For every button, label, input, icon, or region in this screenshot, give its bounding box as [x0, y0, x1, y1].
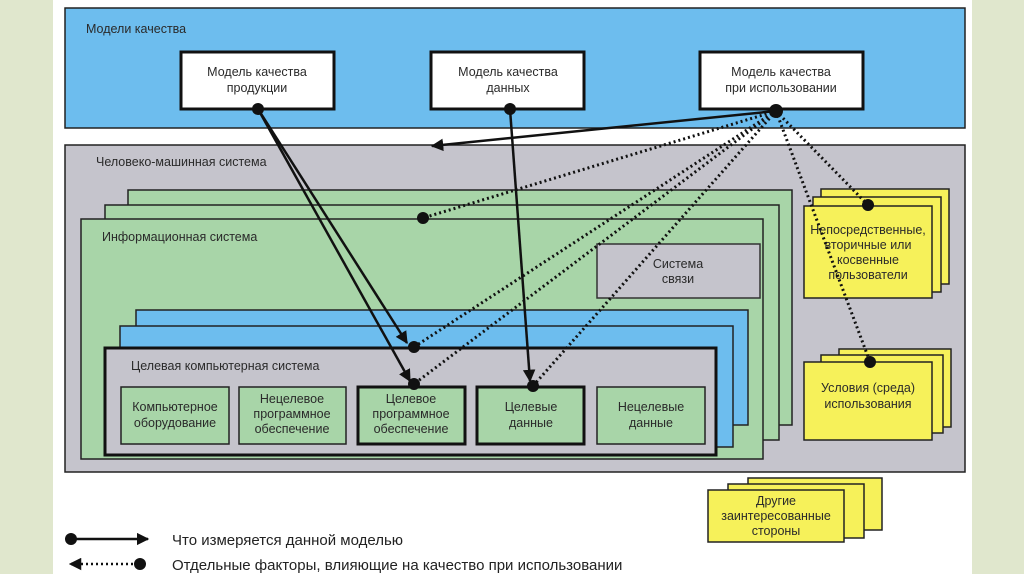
box-line: Целевые: [505, 400, 558, 414]
box-line: Модель качества: [207, 65, 307, 79]
dotted-in-use-to-target-software: [413, 109, 777, 386]
legend: Что измеряется данной моделью Отдельные …: [65, 532, 622, 574]
box-line: продукции: [227, 81, 288, 95]
target-computer-system-region: Целевая компьютерная система Компьютерно…: [103, 346, 718, 457]
target-data-box[interactable]: Целевые данные: [475, 385, 586, 446]
dot-product-model: [252, 103, 264, 115]
box-line: использования: [824, 397, 911, 411]
target-computer-system-title: Целевая компьютерная система: [131, 359, 319, 373]
box-line: Условия (среда): [821, 381, 915, 395]
legend-dotted-label: Отдельные факторы, влияющие на качество …: [172, 557, 622, 574]
dotted-in-use-to-computer-system: [413, 109, 777, 349]
box-line: при использовании: [725, 81, 837, 95]
box-line: Нецелевое: [260, 392, 324, 406]
legend-solid-label: Что измеряется данной моделью: [172, 532, 403, 549]
quality-models-region: Модели качества Модель качества продукци…: [64, 7, 966, 129]
non-target-software-box[interactable]: Нецелевое программное обеспечение: [238, 386, 347, 445]
users-stakeholder-box[interactable]: Непосредственные, вторичные или косвенны…: [803, 188, 950, 299]
measurement-arrows: [256, 108, 777, 383]
box-line: обеспечение: [374, 422, 449, 436]
box-line: Другие: [756, 494, 796, 508]
dot-context: [864, 356, 876, 368]
box-line: пользователи: [828, 268, 907, 282]
dotted-in-use-to-users: [774, 109, 870, 207]
arrow-in-use-to-human-machine-system: [430, 109, 777, 152]
hardware-box[interactable]: Компьютерное оборудование: [120, 386, 230, 445]
box-line: Модель качества: [458, 65, 558, 79]
legend-solid-arrow: [65, 532, 150, 546]
product-quality-model-box[interactable]: Модель качества продукции: [179, 50, 336, 111]
dotted-in-use-to-information-system: [422, 109, 777, 220]
box-line: Целевое: [386, 392, 436, 406]
data-quality-model-box[interactable]: Модель качества данных: [429, 50, 586, 111]
box-line: обеспечение: [255, 422, 330, 436]
dot-data-model: [504, 103, 516, 115]
connection-dots: [252, 103, 876, 392]
dotted-in-use-to-target-data: [531, 110, 778, 387]
dot-computer-system: [408, 341, 420, 353]
box-line: косвенные: [837, 253, 899, 267]
arrow-product-to-target-software: [256, 108, 412, 383]
box-line: оборудование: [134, 416, 216, 430]
human-machine-system-title: Человеко-машинная система: [96, 155, 267, 169]
legend-dotted-arrow: [68, 557, 146, 571]
quality-in-use-model-box[interactable]: Модель качества при использовании: [698, 50, 865, 111]
box-line: Непосредственные,: [810, 223, 926, 237]
box-line: Нецелевые: [618, 400, 684, 414]
other-stakeholders-box[interactable]: Другие заинтересованные стороны: [707, 477, 883, 543]
box-line: заинтересованные: [721, 509, 831, 523]
box-line: данных: [486, 81, 530, 95]
box-line: данные: [509, 416, 553, 430]
factor-lines: [413, 109, 872, 387]
box-line: Модель качества: [731, 65, 831, 79]
dot-target-software: [408, 378, 420, 390]
box-line: данные: [629, 416, 673, 430]
dot-target-data: [527, 380, 539, 392]
box-line: Компьютерное: [132, 400, 218, 414]
context-of-use-box[interactable]: Условия (среда) использования: [803, 348, 952, 441]
arrow-data-to-target-data: [508, 108, 536, 383]
dot-information-system: [417, 212, 429, 224]
dot-users: [862, 199, 874, 211]
information-system-title: Информационная система: [102, 230, 257, 244]
box-line: программное: [253, 407, 330, 421]
left-margin-strip: [0, 0, 53, 574]
non-target-data-box[interactable]: Нецелевые данные: [596, 386, 706, 445]
box-line: Система: [653, 257, 703, 271]
dot-in-use-model: [769, 104, 783, 118]
box-line: стороны: [752, 524, 801, 538]
communication-system-box[interactable]: Система связи: [596, 243, 761, 299]
quality-models-title: Модели качества: [86, 22, 186, 36]
box-line: связи: [662, 272, 694, 286]
right-margin-strip: [972, 0, 1024, 574]
box-line: вторичные или: [825, 238, 912, 252]
box-line: программное: [372, 407, 449, 421]
arrow-product-to-computer-system: [256, 108, 409, 345]
target-software-box[interactable]: Целевое программное обеспечение: [356, 385, 467, 446]
